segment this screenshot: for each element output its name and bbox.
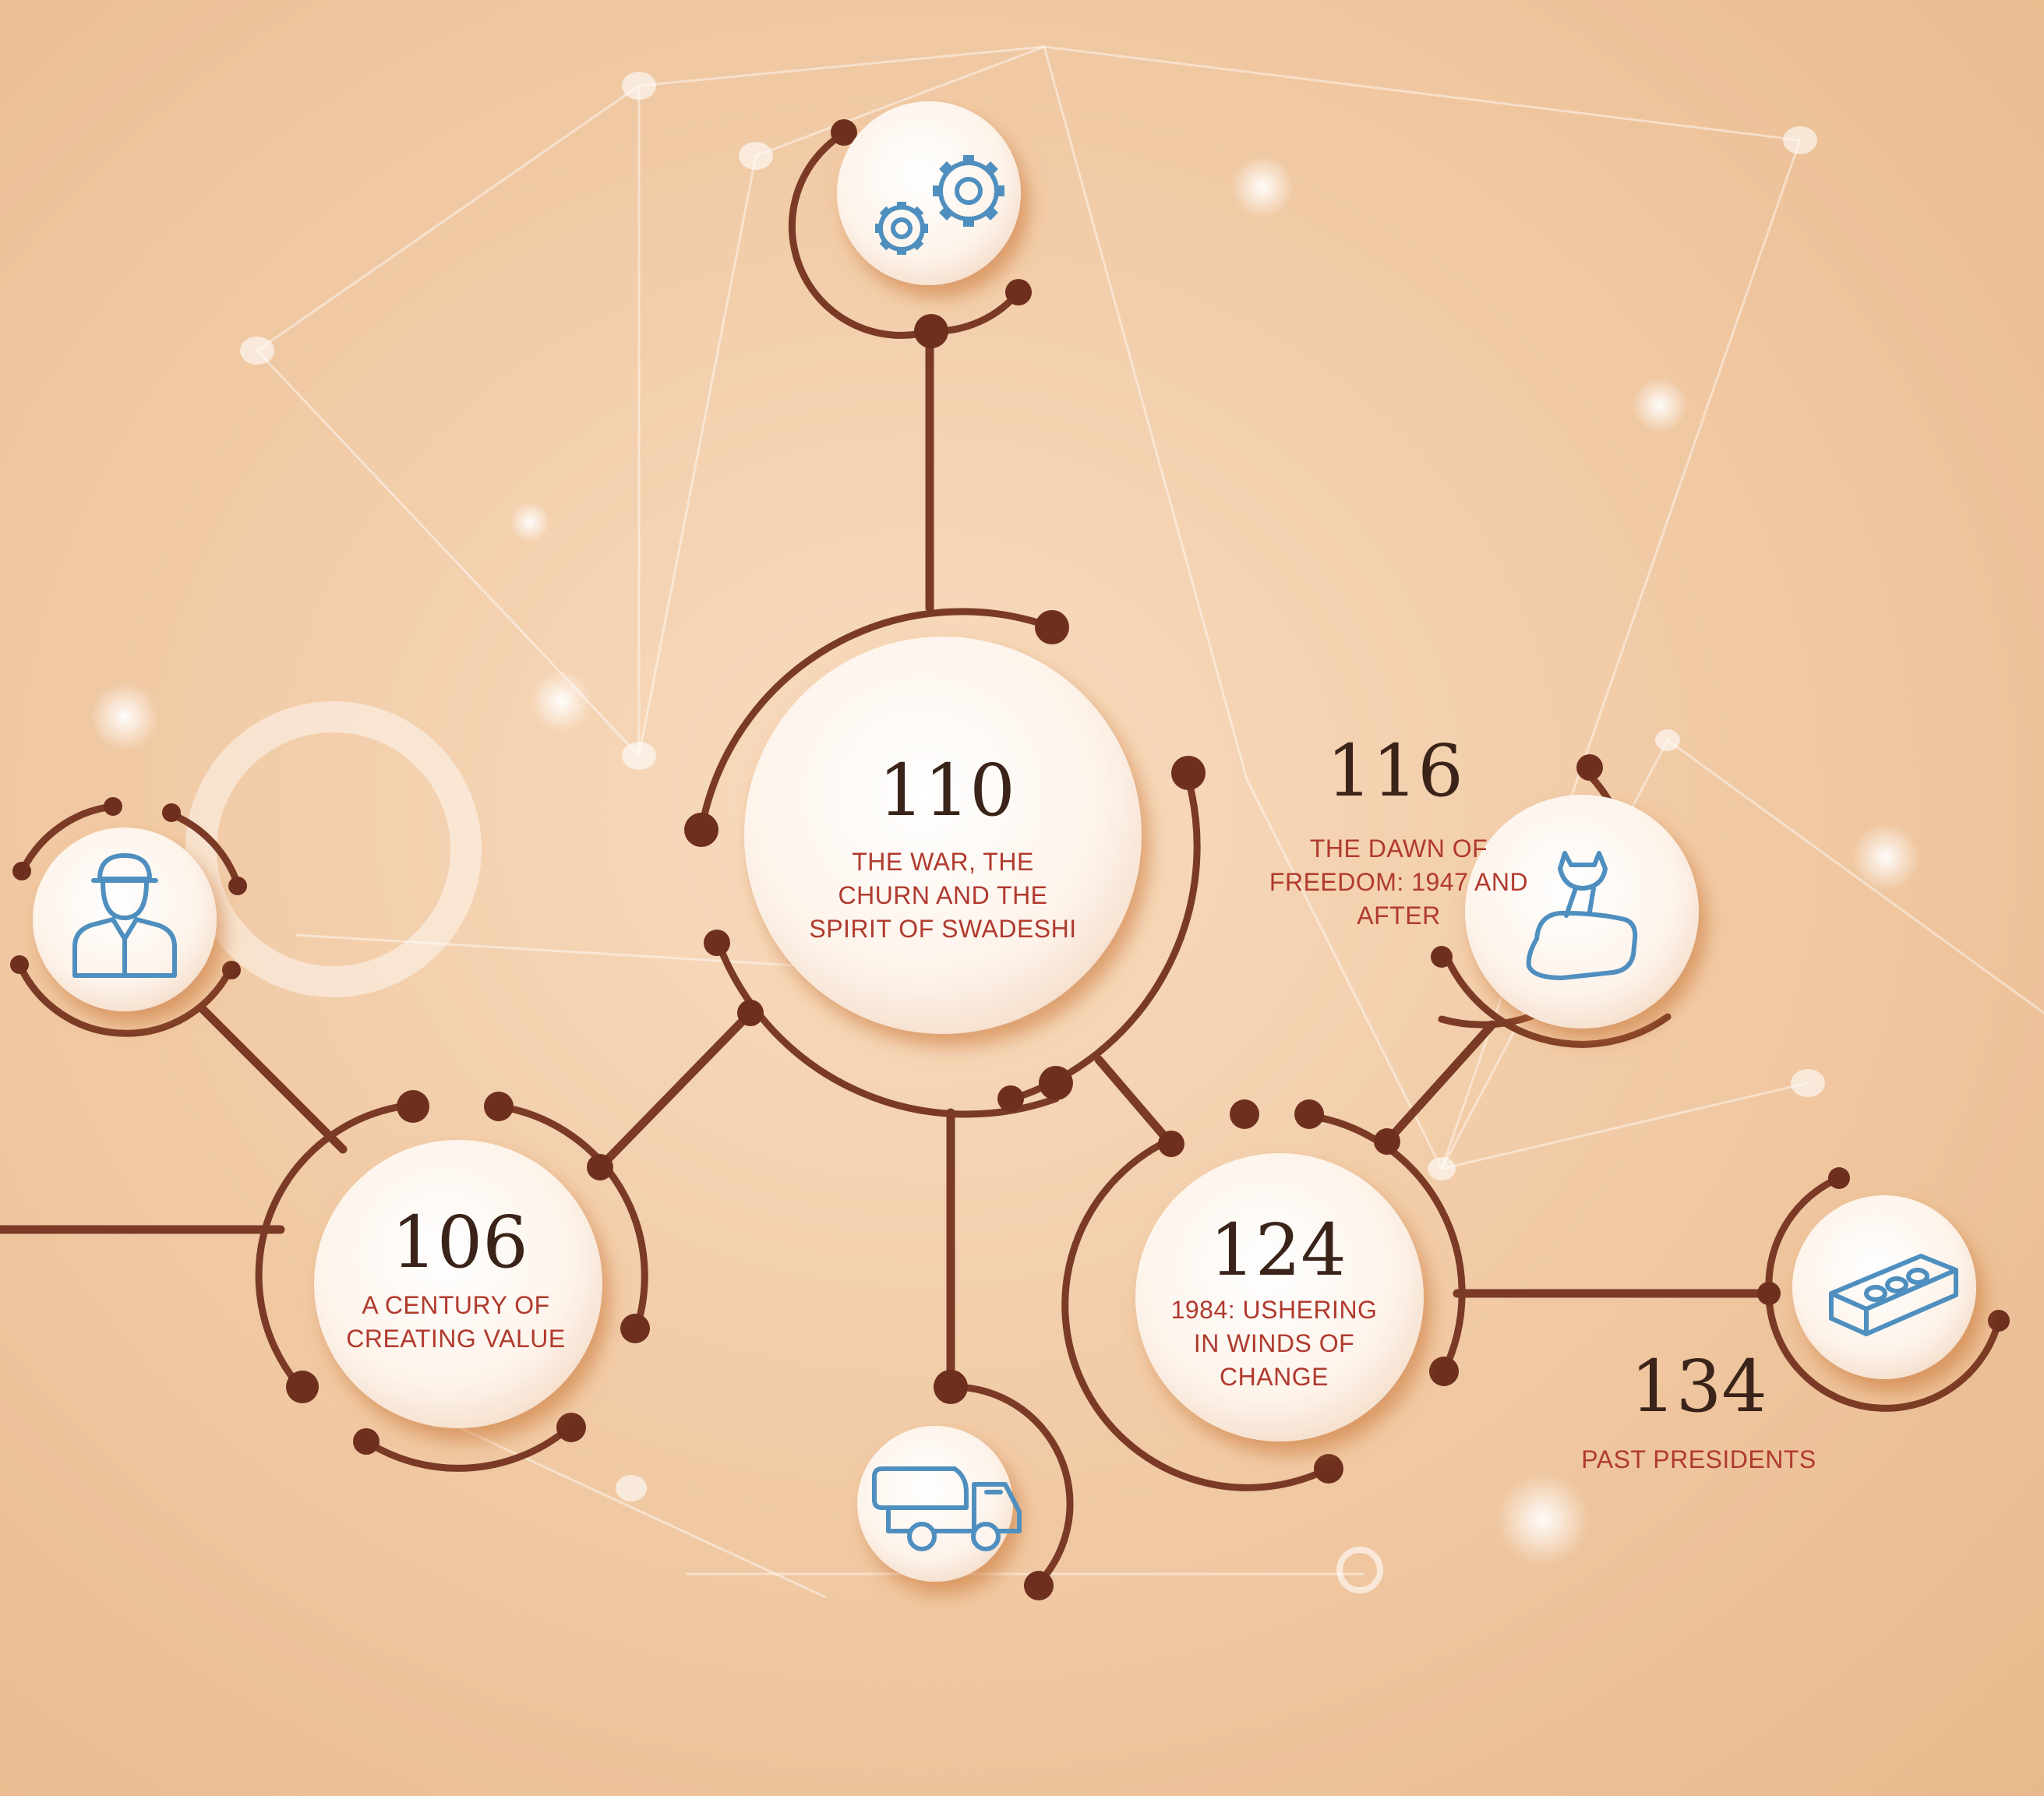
- section-124-page[interactable]: 124: [1209, 1209, 1347, 1292]
- section-124-title[interactable]: 1984: USHERING IN WINDS OF CHANGE: [1122, 1293, 1426, 1394]
- sparkle: [510, 502, 550, 542]
- section-134-page[interactable]: 134: [1630, 1345, 1767, 1428]
- section-110-title-line: THE WAR, THE: [852, 848, 1034, 876]
- orbit-arcs: [16, 129, 2003, 1587]
- section-124-title-line: 1984: USHERING: [1170, 1296, 1378, 1324]
- background-ring: [1336, 1547, 1383, 1593]
- background-nodes: [240, 72, 1825, 1501]
- section-124-title-line: CHANGE: [1220, 1363, 1329, 1391]
- node-110-disc: [744, 637, 1142, 1034]
- section-134-title-line: PAST PRESIDENTS: [1581, 1445, 1816, 1473]
- section-134-title[interactable]: PAST PRESIDENTS: [1527, 1443, 1870, 1477]
- section-116-title-line: AFTER: [1357, 902, 1441, 930]
- hand-wrench-icon: [1526, 851, 1638, 980]
- section-116-page[interactable]: 116: [1326, 729, 1463, 813]
- section-116-title-line: FREEDOM: 1947 AND: [1269, 868, 1529, 896]
- sparkle: [1496, 1473, 1590, 1566]
- section-116-title[interactable]: THE DAWN OF FREEDOM: 1947 AND AFTER: [1223, 832, 1574, 933]
- sparkle: [1632, 377, 1688, 433]
- worker-icon: [72, 853, 177, 978]
- section-106-title-line: CREATING VALUE: [346, 1325, 566, 1353]
- connectors: [0, 326, 1774, 1392]
- sparkle: [1231, 156, 1294, 218]
- section-110-page[interactable]: 110: [878, 749, 1015, 832]
- node-106-disc: [314, 1140, 602, 1428]
- brick-disc: [1792, 1195, 1976, 1379]
- truck-disc: [857, 1426, 1013, 1582]
- sparkle: [1852, 823, 1920, 891]
- section-110-title[interactable]: THE WAR, THE CHURN AND THE SPIRIT OF SWA…: [779, 845, 1107, 946]
- section-110-title-line: CHURN AND THE: [838, 881, 1048, 909]
- section-106-page[interactable]: 106: [391, 1201, 528, 1284]
- section-116-title-line: THE DAWN OF: [1309, 834, 1488, 863]
- truck-icon: [872, 1466, 1022, 1551]
- section-124-title-line: IN WINDS OF: [1193, 1329, 1355, 1357]
- section-106-title[interactable]: A CENTURY OF CREATING VALUE: [304, 1289, 608, 1356]
- node-124-disc: [1135, 1153, 1424, 1441]
- section-110-title-line: SPIRIT OF SWADESHI: [809, 915, 1077, 943]
- sparkle: [530, 670, 592, 732]
- background-ring: [185, 701, 482, 997]
- section-106-title-line: A CENTURY OF: [362, 1291, 550, 1319]
- brick-icon: [1829, 1254, 1958, 1336]
- gears-disc: [837, 101, 1021, 285]
- orbit-dots: [10, 119, 2010, 1600]
- gears-icon: [875, 155, 1004, 255]
- sparkle: [90, 683, 159, 751]
